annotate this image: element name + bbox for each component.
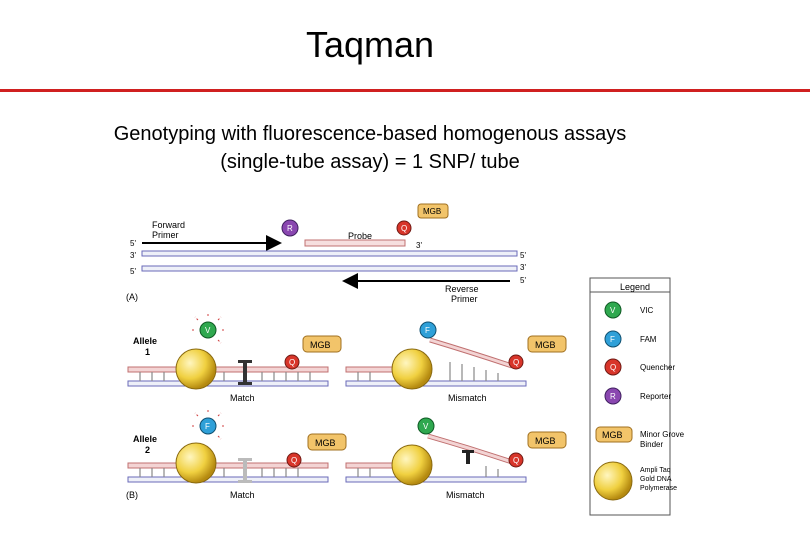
reporter-dye-r-label: R <box>287 224 293 233</box>
legend-item-vic: V VIC <box>604 301 654 319</box>
svg-text:MGB: MGB <box>602 430 623 440</box>
svg-text:V: V <box>423 422 429 431</box>
legend-item-quencher: Q Quencher <box>604 358 675 376</box>
template-strand-bottom <box>141 265 518 272</box>
svg-text:V: V <box>205 326 211 335</box>
mgb-label-a: MGB <box>423 207 441 216</box>
quencher-dye-q <box>396 220 412 236</box>
svg-text:MGB: MGB <box>310 340 331 350</box>
panel-a-tag: (A) <box>126 292 138 302</box>
mgb-block <box>302 335 342 353</box>
polymerase-icon <box>391 444 433 486</box>
mismatch-label: Mismatch <box>446 490 485 500</box>
mgb-block <box>417 203 449 219</box>
reporter-dye-r <box>281 219 299 237</box>
quencher-q <box>508 452 524 468</box>
strand-end-mid-right: 3' <box>520 263 526 272</box>
subtitle-line-1: Genotyping with fluorescence-based homog… <box>113 123 627 145</box>
quencher-q <box>284 354 300 370</box>
svg-text:R: R <box>610 392 616 401</box>
match-label: Match <box>230 393 255 403</box>
legend-item-reporter: R Reporter <box>604 387 671 405</box>
svg-text:Q: Q <box>289 358 295 367</box>
quencher-dye-q-label: Q <box>401 224 407 233</box>
legend: Legend V VIC F FAM Q Quencher R Reporter… <box>589 277 686 516</box>
quencher-q <box>286 452 302 468</box>
svg-text:MGB: MGB <box>315 438 336 448</box>
allele1-mismatch-scene: F Q MGB Mismatch <box>345 321 567 403</box>
match-label: Match <box>230 490 255 500</box>
allele2-mismatch-scene: V Q MGB Mismatch <box>345 417 567 500</box>
svg-text:Q: Q <box>291 456 297 465</box>
allele1-match-scene: V Q MGB Match <box>127 312 342 403</box>
strand-end-top-right: 5' <box>520 251 526 260</box>
svg-text:F: F <box>425 326 430 335</box>
legend-item-fam: F FAM <box>604 330 657 348</box>
svg-text:MGB: MGB <box>535 436 556 446</box>
svg-text:F: F <box>610 335 615 344</box>
allele-1-label: Allele 1 <box>133 336 160 357</box>
reverse-primer-label: Reverse Primer <box>445 284 481 304</box>
strand-end-bot-left: 5' <box>130 267 136 276</box>
legend-item-polymerase: Ampli Taq Gold DNA Polymerase <box>593 461 677 501</box>
template-strand-top <box>141 250 518 257</box>
probe-strand <box>304 239 406 247</box>
polymerase-icon <box>391 348 433 390</box>
strand-end-mid-left: 3' <box>130 251 136 260</box>
svg-text:F: F <box>205 422 210 431</box>
title-rule <box>0 89 810 92</box>
mgb-block <box>527 431 567 449</box>
panel-b: Allele 1 Allele 2 V <box>126 312 567 500</box>
strand-end-bot-right: 5' <box>520 276 526 285</box>
svg-text:Q: Q <box>513 358 519 367</box>
legend-title: Legend <box>620 282 650 292</box>
allele-2-label: Allele 2 <box>133 434 160 455</box>
subtitle-line-2: (single-tube assay) = 1 SNP/ tube <box>220 151 520 173</box>
forward-primer-label: Forward Primer <box>152 220 188 240</box>
probe-label: Probe <box>348 231 372 241</box>
probe-3prime: 3' <box>416 241 422 250</box>
svg-text:Q: Q <box>610 363 616 372</box>
mismatch-label: Mismatch <box>448 393 487 403</box>
panel-b-tag: (B) <box>126 490 138 500</box>
mgb-block <box>527 335 567 353</box>
svg-text:Reporter: Reporter <box>640 392 671 401</box>
mgb-block <box>307 433 347 451</box>
quencher-q <box>508 354 524 370</box>
slide-subtitle: Genotyping with fluorescence-based homog… <box>0 120 740 176</box>
slide-title: Taqman <box>305 24 435 65</box>
allele2-match-scene: F Q MGB Match (B) <box>126 408 347 500</box>
svg-text:MGB: MGB <box>535 340 556 350</box>
svg-text:Quencher: Quencher <box>640 363 675 372</box>
svg-text:Q: Q <box>513 456 519 465</box>
polymerase-icon <box>175 442 217 484</box>
vic-dye <box>417 417 435 435</box>
vic-dye-released <box>199 321 217 339</box>
polymerase-icon <box>175 348 217 390</box>
svg-text:Ampli Taq Gold DNA: Ampli Taq Gold DNA Polymerase <box>640 467 677 492</box>
svg-text:VIC: VIC <box>640 306 654 315</box>
panel-a: Forward Primer Probe R Q MGB 3' 5' 3' 5'… <box>126 203 526 304</box>
fam-dye-released <box>199 417 217 435</box>
strand-end-top-left: 5' <box>130 239 136 248</box>
legend-item-mgb: MGB Minor Grove Binder <box>595 426 686 449</box>
fam-dye <box>419 321 437 339</box>
svg-text:FAM: FAM <box>640 335 657 344</box>
svg-text:V: V <box>610 306 616 315</box>
svg-text:Minor Grove Binder: Minor Grove Binder <box>640 430 686 449</box>
